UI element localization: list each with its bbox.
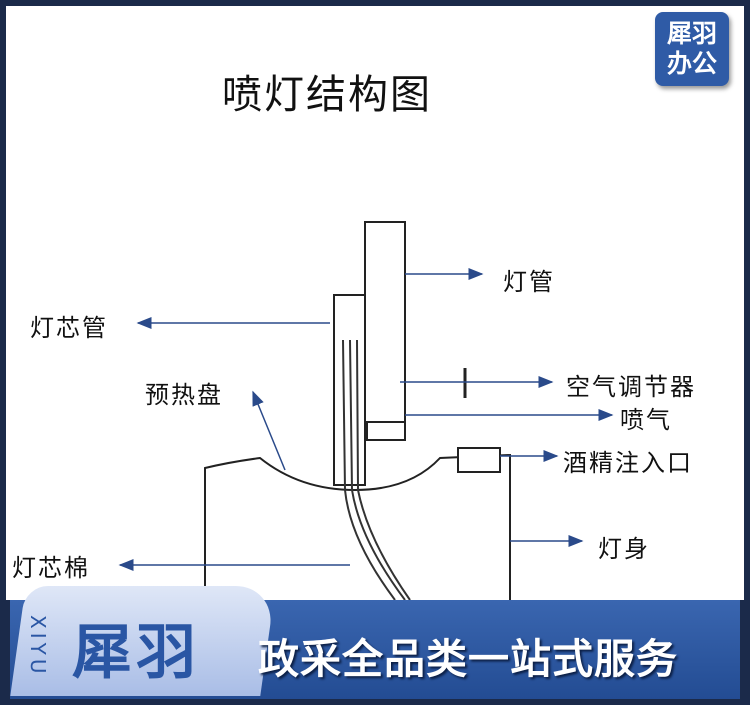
label-air-regulator: 空气调节器 bbox=[566, 373, 696, 401]
label-alcohol-inlet: 酒精注入口 bbox=[563, 449, 693, 477]
wick-cotton bbox=[342, 339, 411, 601]
brand-badge: 犀羽 办公 bbox=[655, 12, 729, 86]
brand-name: 犀羽 bbox=[72, 618, 200, 688]
lamp-body bbox=[204, 453, 511, 600]
lamp-tube bbox=[364, 221, 406, 426]
alcohol-inlet bbox=[457, 447, 501, 473]
label-wick-cotton: 灯芯棉 bbox=[12, 554, 90, 582]
label-lamp-tube: 灯管 bbox=[503, 268, 555, 296]
nozzle bbox=[366, 421, 406, 441]
badge-line1: 犀羽 bbox=[666, 19, 717, 48]
banner-slogan: 政采全品类一站式服务 bbox=[258, 635, 678, 683]
label-wick-tube: 灯芯管 bbox=[30, 314, 108, 342]
page-title: 喷灯结构图 bbox=[222, 72, 432, 118]
brand-english: XIYU bbox=[26, 615, 50, 678]
label-jet: 喷气 bbox=[620, 406, 672, 434]
label-lamp-body: 灯身 bbox=[598, 535, 650, 563]
badge-line2: 办公 bbox=[666, 49, 717, 78]
label-preheat-pan: 预热盘 bbox=[145, 381, 223, 409]
wick-tube bbox=[333, 294, 366, 486]
arrow-preheat-pan bbox=[252, 390, 286, 471]
